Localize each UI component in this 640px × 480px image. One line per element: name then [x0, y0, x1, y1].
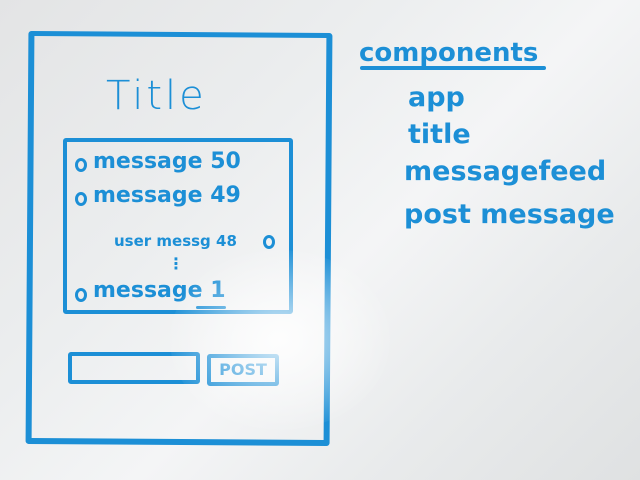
components-heading: components [359, 38, 539, 68]
components-heading-underline [360, 66, 546, 70]
post-button[interactable]: POST [207, 354, 279, 386]
post-button-label: POST [219, 360, 267, 379]
message-avatar-icon [75, 158, 87, 172]
user-avatar-icon [263, 235, 275, 249]
user-message-item-48: user messg 48 [114, 232, 237, 250]
component-item-messagefeed: messagefeed [404, 156, 607, 187]
post-input-field[interactable] [68, 352, 200, 384]
ellipsis-icon: ⋮ [168, 254, 184, 273]
component-item-title: title [408, 119, 471, 150]
message-avatar-icon [75, 192, 87, 206]
message-item-1: message 1 [93, 278, 226, 303]
app-title: Title [106, 73, 207, 119]
component-item-post-message: post message [404, 199, 615, 230]
message-item-49: message 49 [93, 183, 241, 208]
message-avatar-icon [75, 288, 87, 302]
component-item-app: app [408, 82, 465, 113]
message-underline [196, 306, 226, 309]
message-item-50: message 50 [93, 149, 241, 174]
